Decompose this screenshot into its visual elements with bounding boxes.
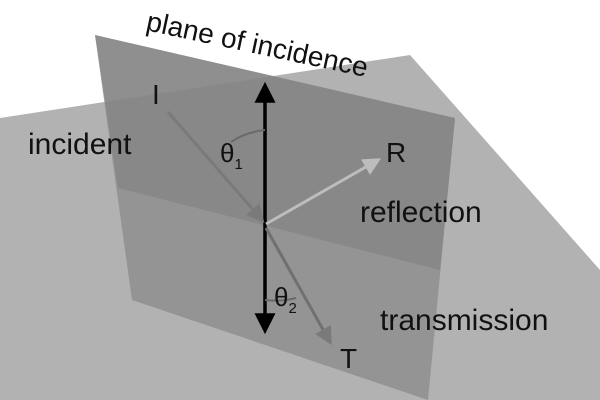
angle2-subscript: 2 [288,300,296,317]
angle1-label: θ1 [220,138,243,173]
incident-label: incident [28,128,132,161]
reflected-symbol: R [386,137,406,168]
transmitted-ray [264,227,332,346]
reflection-label: reflection [360,196,482,229]
incident-symbol: I [152,79,160,110]
reflected-ray [265,158,382,226]
angle1-arc [230,129,266,143]
angle2-symbol: θ [274,282,288,312]
transmitted-symbol: T [340,343,357,374]
angle2-arc [264,297,297,302]
angle1-symbol: θ [220,138,234,168]
transmission-label: transmission [380,304,548,337]
angle2-label: θ2 [274,282,297,317]
incident-ray [166,111,265,223]
angle1-subscript: 1 [234,156,242,173]
